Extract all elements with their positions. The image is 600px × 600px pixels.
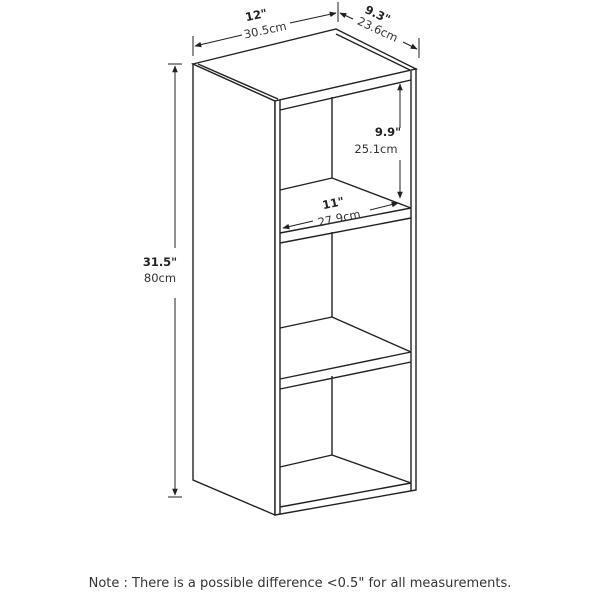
svg-text:25.1cm: 25.1cm — [354, 142, 397, 156]
compartment-bottom — [279, 376, 412, 508]
compartment-middle — [279, 232, 412, 390]
front-frame — [274, 68, 417, 516]
height-dimension: 31.5" 80cm — [143, 63, 182, 498]
svg-text:12": 12" — [244, 6, 268, 24]
bookshelf — [190, 28, 419, 517]
svg-text:31.5": 31.5" — [143, 255, 177, 269]
svg-text:9.9": 9.9" — [375, 125, 401, 139]
svg-text:80cm: 80cm — [144, 271, 176, 285]
compartment-height-dimension: 9.9" 25.1cm — [354, 83, 403, 199]
svg-text:11": 11" — [321, 194, 345, 212]
measurement-note: Note : There is a possible difference <0… — [88, 576, 512, 591]
left-side-panel — [192, 62, 276, 517]
